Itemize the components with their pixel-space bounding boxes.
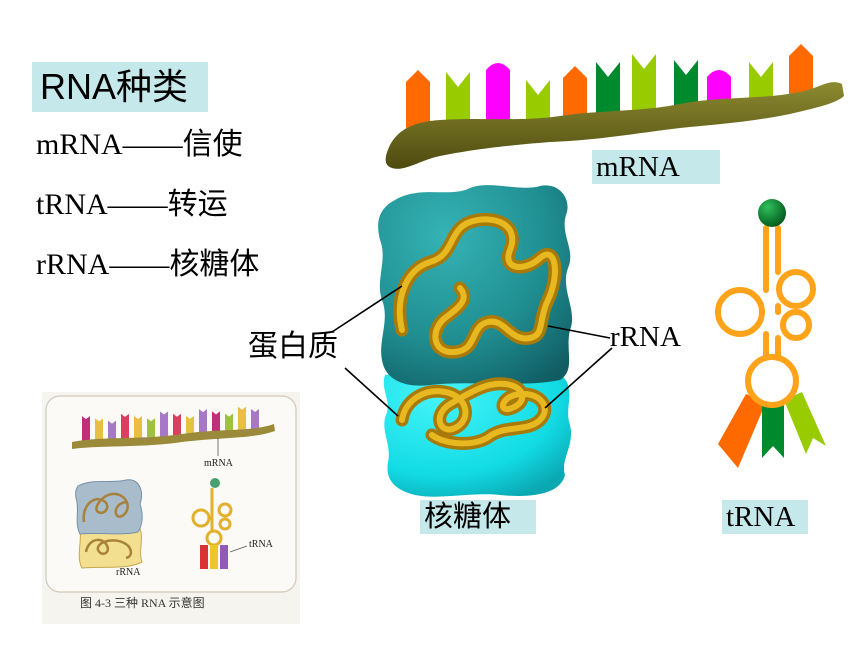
- small-subunit-rrna-ribbon: [395, 377, 552, 450]
- inset-mrna-base: [199, 409, 207, 435]
- ribbon-fill: [396, 216, 558, 356]
- inset-mrna-base: [238, 406, 246, 432]
- protein-label: 蛋白质: [248, 330, 338, 363]
- textbook-figure: mRNA rRNA tRNA 图 4-3 三种 RNA 示意图: [42, 392, 300, 624]
- rrna-pointer-upper: [547, 325, 611, 339]
- trna-base-orange: [718, 394, 766, 468]
- mrna-base-dark-green: [596, 62, 620, 120]
- inset-mrna-base: [160, 411, 168, 437]
- inset-trna-label: tRNA: [249, 539, 273, 550]
- inset-mrna-base: [251, 409, 259, 432]
- mrna-base-magenta: [486, 63, 510, 128]
- inset-mrna-base: [108, 420, 116, 440]
- slide-heading: RNA种类: [32, 62, 208, 112]
- ribbon-fill: [399, 380, 548, 447]
- mrna-base-lime: [749, 62, 773, 104]
- inset-trna-base-yellow: [210, 545, 218, 569]
- rrna-label: rRNA: [610, 321, 681, 353]
- inset-trna-base-red: [200, 545, 208, 569]
- inset-mrna-base: [212, 411, 220, 434]
- inset-mrna-base: [173, 413, 181, 436]
- rna-type-trna: tRNA——转运: [36, 188, 228, 221]
- trna-amino-acid-ball: [758, 199, 786, 227]
- inset-mrna-base: [121, 413, 129, 439]
- mrna-base-lime: [446, 72, 470, 132]
- trna-bases: [718, 392, 826, 468]
- trna-anticodon-loop: [745, 354, 799, 408]
- inset-trna: [191, 478, 248, 569]
- inset-mrna-base: [82, 416, 90, 442]
- pointer-lines: [331, 285, 613, 417]
- inset-mrna-label: mRNA: [204, 458, 233, 469]
- mrna-base-orange: [789, 44, 813, 98]
- figure-caption: 图 4-3 三种 RNA 示意图: [80, 596, 205, 610]
- trna-base-dark-green: [762, 402, 784, 458]
- trna-right-loop-upper: [776, 269, 816, 309]
- textbook-figure-drawing: [45, 395, 297, 593]
- trna-left-loop: [715, 287, 765, 337]
- inset-ribbon-upper: [82, 492, 129, 523]
- rna-type-rrna: rRNA——核糖体: [36, 248, 260, 281]
- ribosome: [378, 185, 573, 497]
- trna-base-lime: [784, 392, 826, 454]
- inset-ribbon-lower: [84, 538, 133, 560]
- mrna-base-dark-green: [674, 60, 698, 112]
- inset-mrna-base: [134, 416, 142, 439]
- inset-ribosome: [75, 479, 143, 569]
- mrna-strand: [385, 44, 844, 169]
- inset-mrna-bases: [82, 406, 259, 442]
- trna-molecule: [715, 199, 826, 468]
- inset-mrna-base: [225, 413, 233, 433]
- inset-ribosome-large: [75, 479, 143, 535]
- mrna-base-lime: [632, 54, 656, 116]
- protein-pointer-lower: [344, 367, 399, 417]
- inset-trna-pointer: [229, 545, 248, 553]
- inset-mrna-base: [95, 418, 103, 441]
- inset-mrna-base: [186, 415, 194, 435]
- mrna-base-orange: [563, 66, 587, 124]
- mrna-base-lime: [526, 80, 550, 128]
- inset-trna-cloverleaf: [191, 488, 233, 547]
- large-subunit-rrna-ribbon: [393, 212, 562, 359]
- trna-label: tRNA: [722, 500, 808, 534]
- inset-trna-right-loop-lower: [218, 517, 232, 531]
- inset-trna-base-purple: [220, 545, 228, 569]
- inset-mrna-base: [147, 418, 155, 438]
- inset-trna-right-loop-upper: [217, 502, 233, 518]
- rrna-pointer-lower: [544, 347, 613, 409]
- trna-right-loop-lower: [780, 309, 812, 341]
- mrna-label: mRNA: [592, 150, 720, 184]
- trna-cloverleaf: [715, 225, 816, 408]
- inset-mrna-backbone: [72, 424, 275, 449]
- inset-trna-left-loop: [191, 508, 211, 528]
- mrna-bases: [406, 44, 813, 140]
- mrna-backbone: [385, 82, 844, 169]
- inset-rrna-label: rRNA: [116, 567, 141, 578]
- rna-type-mrna: mRNA——信使: [36, 128, 243, 161]
- ribosome-label: 核糖体: [420, 500, 536, 534]
- inset-trna-ball: [210, 478, 220, 488]
- protein-pointer-upper: [331, 285, 403, 333]
